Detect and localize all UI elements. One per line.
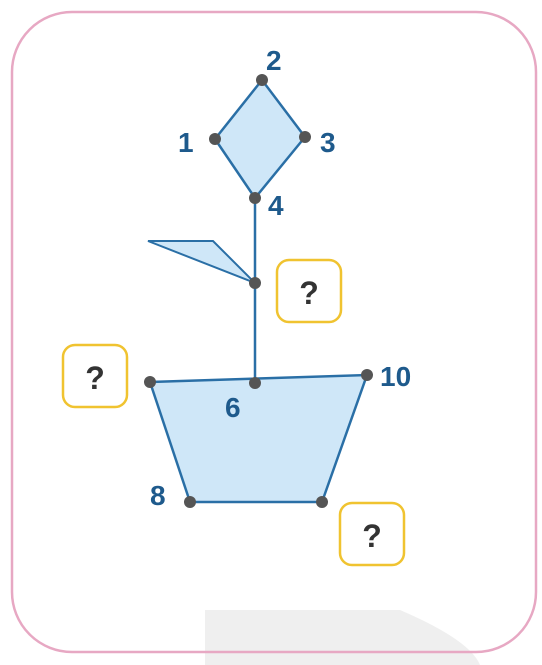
point-3-dot: [299, 131, 311, 143]
point-8-dot: [184, 496, 196, 508]
point-1-dot: [209, 133, 221, 145]
point-1-label: 1: [178, 127, 194, 158]
leaf-shape: [148, 241, 255, 283]
corner-shadow: [205, 610, 480, 665]
point-8-label: 8: [150, 480, 166, 511]
pot-trapezoid: [150, 375, 367, 502]
point-4-dot: [249, 192, 261, 204]
point-2-label: 2: [266, 45, 282, 76]
question-box-stem[interactable]: ?: [277, 260, 341, 322]
point-6-label: 6: [225, 392, 241, 423]
point-4-label: 4: [268, 190, 284, 221]
point-10-label: 10: [380, 361, 411, 392]
point-7-dot: [144, 376, 156, 388]
point-6-dot: [249, 377, 261, 389]
question-box-stem-text: ?: [299, 275, 319, 311]
question-box-pot-left[interactable]: ?: [63, 345, 127, 407]
point-10-dot: [361, 369, 373, 381]
point-9-dot: [316, 496, 328, 508]
question-box-pot-right[interactable]: ?: [340, 503, 404, 565]
flower-diamond: [215, 80, 305, 198]
question-box-pot-right-text: ?: [362, 518, 382, 554]
point-3-label: 3: [320, 127, 336, 158]
point-5-dot: [249, 277, 261, 289]
question-box-pot-left-text: ?: [85, 360, 105, 396]
